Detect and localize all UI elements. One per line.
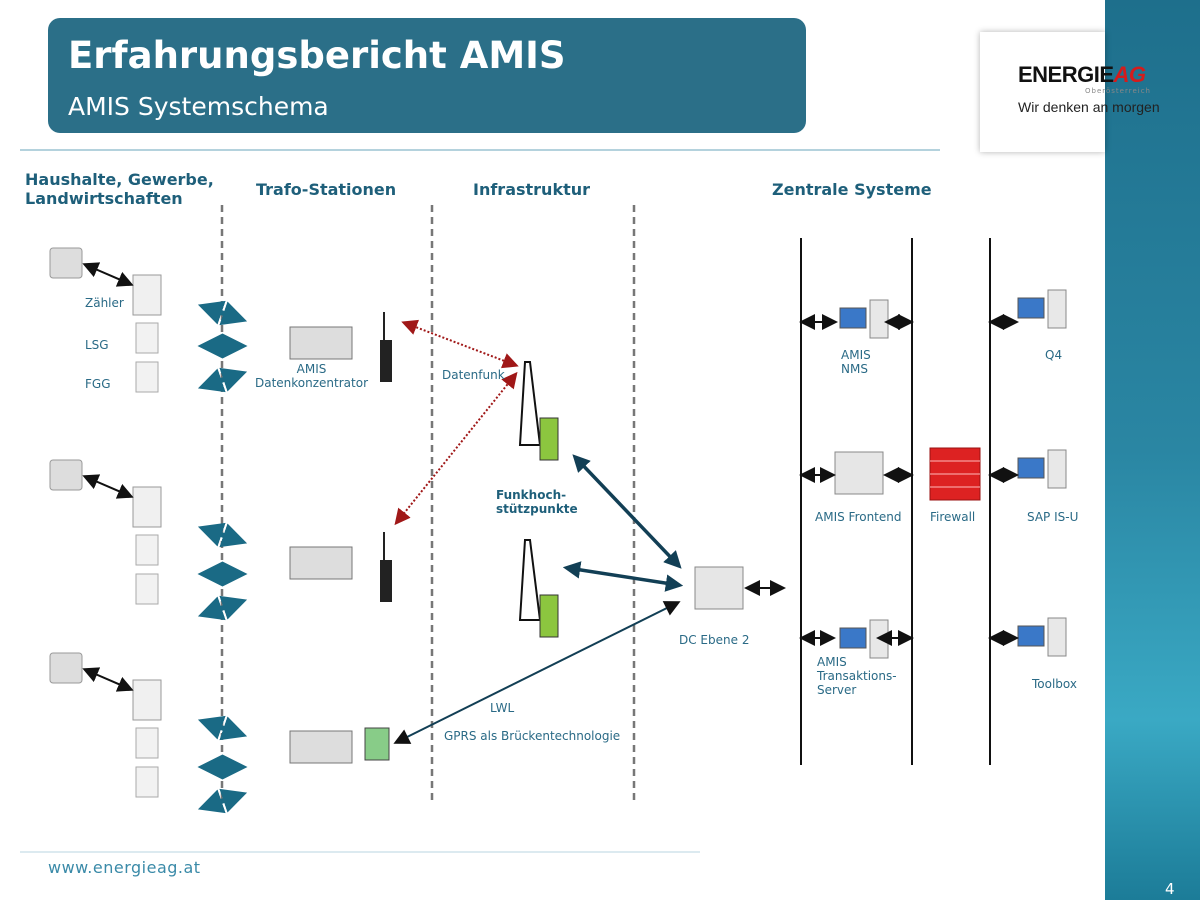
radio-links xyxy=(394,319,519,526)
tower-icon xyxy=(518,361,542,446)
link-arrow xyxy=(197,367,248,393)
meter-link xyxy=(82,474,134,499)
backbone-links xyxy=(562,454,684,592)
label-lsg: LSG xyxy=(85,338,109,352)
servers xyxy=(694,451,884,610)
q4-tower-icon xyxy=(1047,289,1067,329)
footer-url[interactable]: www.energieag.at xyxy=(48,858,201,877)
electricity-meter-icon xyxy=(132,486,162,528)
black-links xyxy=(82,262,1019,692)
lsg-meter-icon xyxy=(135,727,159,759)
lsg-meter-icon xyxy=(135,534,159,566)
sap-tower-icon xyxy=(1047,449,1067,489)
link-arrow xyxy=(197,788,248,814)
page-number: 4 xyxy=(1165,880,1175,898)
label-amis-nms: AMIS NMS xyxy=(841,348,871,376)
column-header-infra: Infrastruktur xyxy=(473,180,591,199)
label-fgg: FGG xyxy=(85,377,111,391)
label-amis-frontend: AMIS Frontend xyxy=(815,510,902,524)
firewall-icon xyxy=(929,447,981,501)
tower-icon xyxy=(518,539,542,621)
toolbox-monitor-icon xyxy=(1017,625,1045,647)
meter-link xyxy=(82,667,134,692)
electricity-meter-icon xyxy=(132,679,162,721)
label-lwl: LWL xyxy=(490,701,515,715)
label-q4: Q4 xyxy=(1045,348,1063,362)
label-funkhochstuetzpunkte: Funkhoch- stützpunkte xyxy=(496,488,578,516)
concentrator-device xyxy=(289,546,353,580)
decorative-strip xyxy=(1105,0,1200,900)
logo-region: Oberösterreich xyxy=(1085,87,1151,95)
radio-modem-icon xyxy=(380,340,392,382)
logo: ENERGIEAG Oberösterreich Wir denken an m… xyxy=(980,32,1160,152)
gprs-modem-icon xyxy=(364,727,390,761)
label-dc-ebene2: DC Ebene 2 xyxy=(679,633,750,647)
label-amis-transaktionsserver: AMIS Transaktions- Server xyxy=(817,655,897,697)
toolbox-tower-icon xyxy=(1047,617,1067,657)
concentrators xyxy=(289,326,353,764)
title-banner: Erfahrungsbericht AMIS AMIS Systemschema xyxy=(48,18,806,133)
dc-ebene2-device xyxy=(694,566,744,610)
concentrator-device xyxy=(289,730,353,764)
logo-brand: ENERGIEAG xyxy=(1018,62,1146,87)
fgg-meter-icon xyxy=(135,573,159,605)
label-toolbox: Toolbox xyxy=(1032,677,1077,691)
link-arrow xyxy=(197,300,248,326)
q4-monitor-icon xyxy=(1017,297,1045,319)
electricity-meter-icon xyxy=(132,274,162,316)
link-arrow xyxy=(197,715,248,741)
page-title: Erfahrungsbericht AMIS xyxy=(68,34,566,77)
sap-monitor-icon xyxy=(1017,457,1045,479)
column-header-central: Zentrale Systeme xyxy=(772,180,932,199)
meter-link xyxy=(82,262,134,287)
logo-slogan: Wir denken an morgen xyxy=(1018,99,1160,115)
amis-frontend-device xyxy=(834,451,884,495)
label-datenfunk: Datenfunk xyxy=(442,368,505,382)
column-header-households: Haushalte, Gewerbe, Landwirtschaften xyxy=(25,170,214,208)
gas-meter-icon xyxy=(49,247,83,279)
fgg-meter-icon xyxy=(135,766,159,798)
link-arrow xyxy=(197,522,248,548)
base-station-icon xyxy=(539,594,559,638)
link-arrow xyxy=(197,595,248,621)
label-datenkonzentrator: AMIS Datenkonzentrator xyxy=(254,362,368,390)
concentrator-device xyxy=(289,326,353,360)
nms-monitor-icon xyxy=(839,307,867,329)
radio-modem-icon xyxy=(380,560,392,602)
radio-modems xyxy=(364,312,392,761)
label-zaehler: Zähler xyxy=(85,296,124,310)
base-station-icon xyxy=(539,417,559,461)
gas-meter-icon xyxy=(49,652,83,684)
label-sap-isu: SAP IS-U xyxy=(1027,510,1079,524)
transaktion-monitor-icon xyxy=(839,627,867,649)
meter-links xyxy=(197,300,248,814)
label-firewall: Firewall xyxy=(930,510,976,524)
lwl-gprs-link xyxy=(393,601,681,744)
gas-meter-icon xyxy=(49,459,83,491)
fgg-meter-icon xyxy=(135,361,159,393)
nms-tower-icon xyxy=(869,299,889,339)
label-gprs: GPRS als Brückentechnologie xyxy=(444,729,621,743)
page-subtitle: AMIS Systemschema xyxy=(68,92,329,121)
column-header-trafo: Trafo-Stationen xyxy=(256,180,397,199)
lsg-meter-icon xyxy=(135,322,159,354)
